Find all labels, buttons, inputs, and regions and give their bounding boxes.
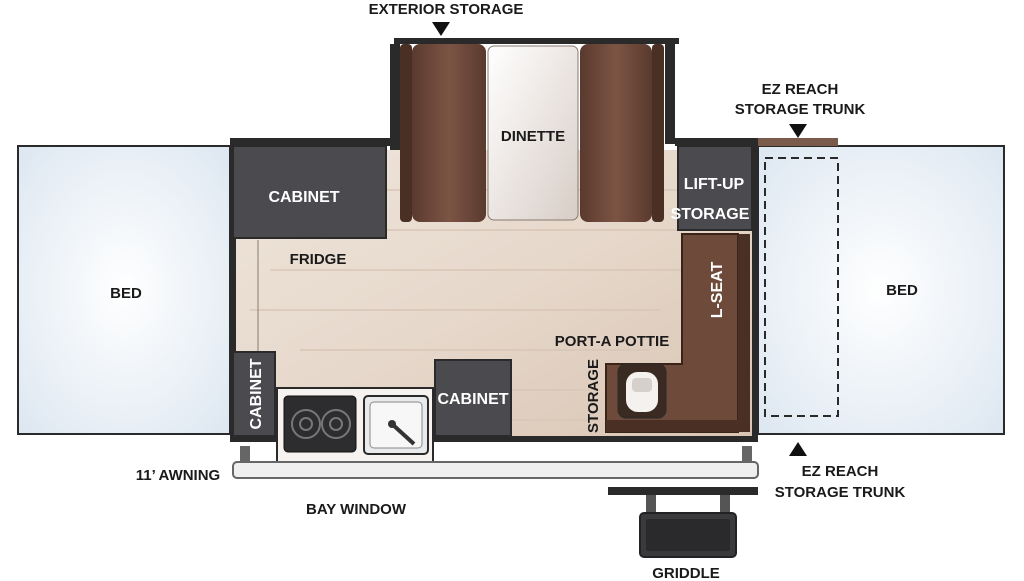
cabinet-mid-label: CABINET — [437, 391, 508, 408]
ez-reach-storage-trunk[interactable] — [758, 138, 839, 417]
ez-reach-bottom-label-2: STORAGE TRUNK — [775, 484, 906, 501]
port-a-pottie[interactable] — [617, 363, 667, 419]
dinette[interactable]: DINETTE — [400, 44, 664, 222]
bed-right-label: BED — [886, 282, 918, 299]
lift-up-label-2: STORAGE — [671, 206, 750, 223]
cabinet-top-label: CABINET — [268, 189, 339, 206]
lift-up-label-1: LIFT-UP — [684, 176, 745, 193]
lift-up-storage[interactable]: LIFT-UP STORAGE — [671, 145, 753, 231]
cabinet-left-label: CABINET — [248, 358, 265, 429]
walls — [230, 38, 760, 442]
cabinet-mid[interactable]: CABINET — [434, 359, 512, 437]
cabinet-left[interactable]: CABINET — [232, 351, 276, 437]
ez-reach-top-label-2: STORAGE TRUNK — [735, 101, 866, 118]
fridge-label: FRIDGE — [290, 251, 347, 268]
stove-icon[interactable] — [283, 395, 357, 453]
ez-reach-top-label-1: EZ REACH — [762, 81, 839, 98]
griddle-label: GRIDDLE — [652, 565, 720, 581]
sink-icon[interactable] — [363, 395, 429, 455]
awning-label: 11’ AWNING — [136, 467, 220, 484]
bed-left-label: BED — [110, 285, 142, 302]
exterior-storage-arrow — [432, 22, 450, 36]
griddle[interactable] — [608, 487, 758, 558]
bay-window-label: BAY WINDOW — [306, 501, 407, 518]
storage-vertical-label: STORAGE — [585, 359, 602, 433]
bed-right[interactable]: BED — [757, 145, 1005, 435]
ez-reach-top-arrow — [789, 124, 807, 138]
dinette-label: DINETTE — [501, 128, 565, 145]
cabinet-top[interactable]: CABINET — [232, 145, 387, 239]
exterior-storage-label: EXTERIOR STORAGE — [369, 1, 524, 18]
port-a-pottie-label: PORT-A POTTIE — [555, 333, 669, 350]
l-seat-label: L-SEAT — [709, 261, 726, 318]
ez-reach-bottom-label-1: EZ REACH — [802, 463, 879, 480]
awning — [232, 446, 759, 479]
bed-left[interactable]: BED — [17, 145, 231, 435]
ez-reach-bottom-arrow — [789, 442, 807, 456]
